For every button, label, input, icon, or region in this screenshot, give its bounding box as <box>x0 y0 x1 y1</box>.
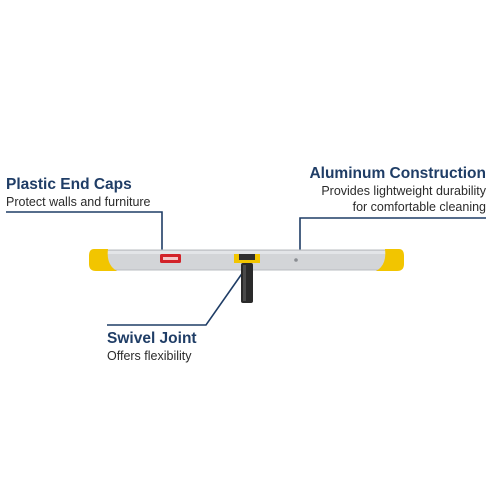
handle-socket <box>241 263 253 303</box>
end-caps-leader-line <box>6 211 163 253</box>
aluminum-leader-line <box>299 217 486 253</box>
swivel-callout: Swivel Joint Offers flexibility <box>107 330 197 364</box>
aluminum-callout: Aluminum Construction Provides lightweig… <box>309 165 486 215</box>
end-caps-title: Plastic End Caps <box>6 176 132 193</box>
swivel-description: Offers flexibility <box>107 349 192 363</box>
swivel-title: Swivel Joint <box>107 330 197 347</box>
left-end-cap <box>89 249 117 271</box>
swivel-leader-line <box>107 264 249 326</box>
aluminum-title: Aluminum Construction <box>309 165 486 182</box>
right-end-cap <box>376 249 404 271</box>
end-caps-description: Protect walls and furniture <box>6 195 151 209</box>
aluminum-description-line2: for comfortable cleaning <box>352 200 486 214</box>
aluminum-description-line1: Provides lightweight durability <box>321 184 486 198</box>
end-caps-callout: Plastic End Caps Protect walls and furni… <box>6 176 151 210</box>
